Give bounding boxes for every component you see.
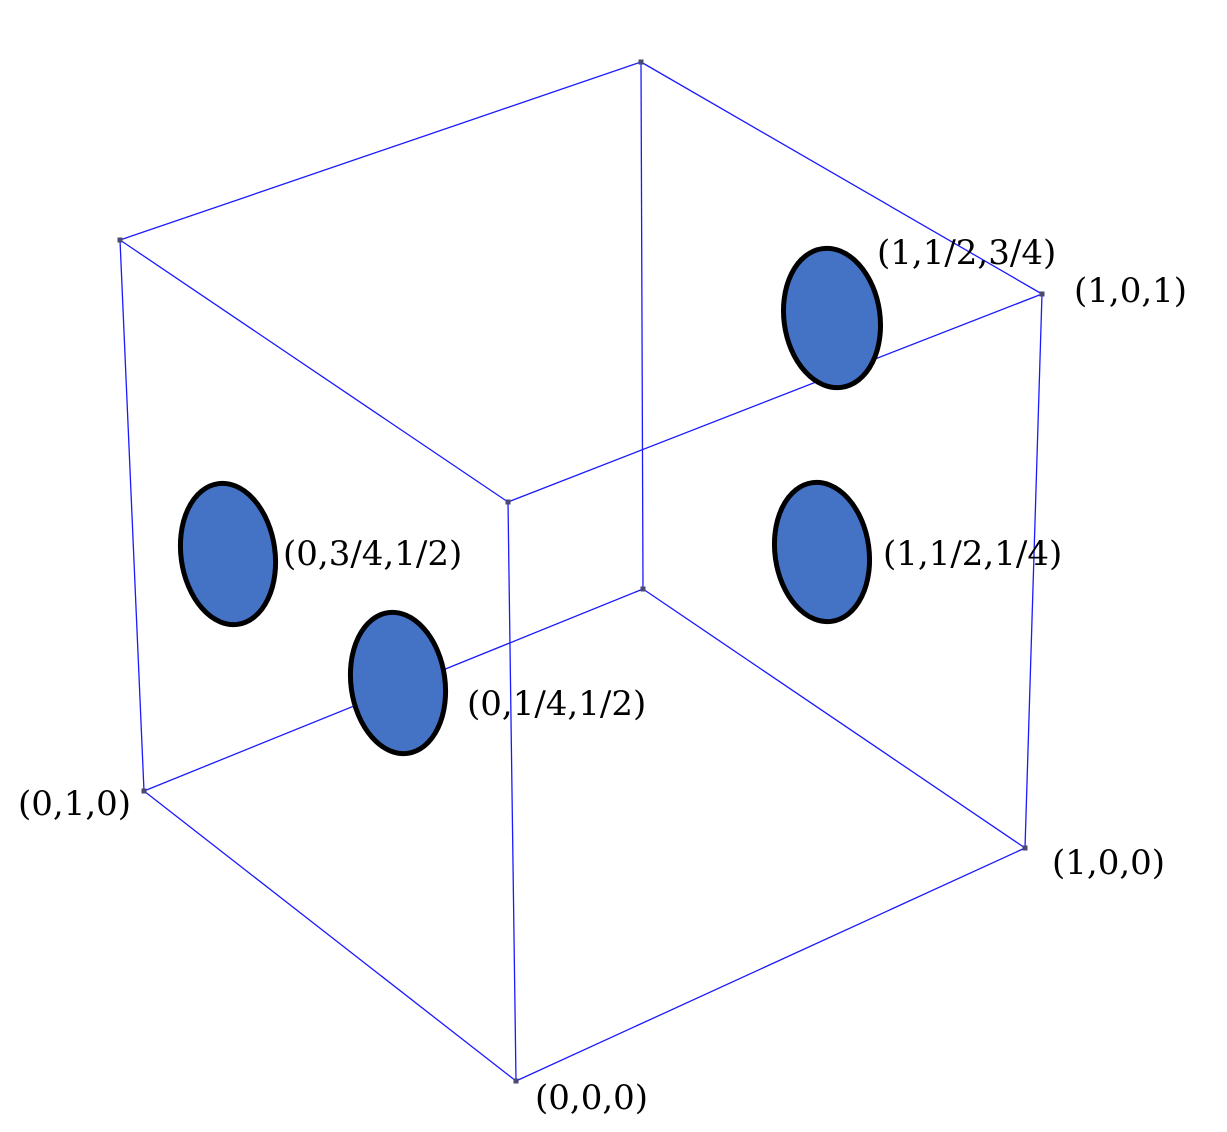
cube-edge — [507, 501, 517, 1082]
cube-edge — [143, 790, 517, 1082]
cube-edge — [119, 61, 642, 241]
vertex-label-100: (1,0,0) — [1052, 843, 1165, 883]
cube-edge — [642, 588, 1026, 849]
cube-vertices — [117, 59, 1045, 1084]
atom-label: (1,1/2,1/4) — [883, 534, 1062, 574]
vertex-dot — [141, 788, 147, 794]
atom-labels: (1,1/2,3/4) (0,3/4,1/2) (1,1/2,1/4) (0,1… — [283, 233, 1062, 724]
vertex-label-101: (1,0,1) — [1074, 271, 1187, 311]
atom-marker — [771, 479, 873, 625]
cube-edge — [119, 239, 145, 792]
vertex-label-000: (0,0,0) — [535, 1078, 648, 1118]
vertex-dot — [1022, 845, 1028, 851]
vertex-dot — [505, 499, 511, 505]
cube-edge — [640, 61, 644, 590]
vertex-labels: (1,0,1) (0,1,0) (1,0,0) (0,0,0) — [18, 271, 1187, 1118]
cube-edge — [119, 239, 509, 503]
atom-label: (0,3/4,1/2) — [283, 534, 462, 574]
cube-edge — [515, 847, 1026, 1082]
vertex-label-010: (0,1,0) — [18, 784, 131, 824]
cube-edge — [507, 293, 1043, 503]
vertex-dot — [640, 586, 646, 592]
atom-marker — [177, 480, 279, 628]
atom-label: (0,1/4,1/2) — [467, 684, 646, 724]
atom-marker — [347, 609, 449, 757]
cube-edge — [1024, 293, 1043, 849]
vertex-dot — [638, 59, 644, 65]
atom-marker — [780, 245, 884, 391]
cube-edge — [640, 61, 1043, 295]
atoms — [177, 245, 884, 757]
vertex-dot — [117, 237, 123, 243]
vertex-dot — [1039, 291, 1045, 297]
vertex-dot — [513, 1078, 519, 1084]
atom-label: (1,1/2,3/4) — [877, 233, 1056, 273]
